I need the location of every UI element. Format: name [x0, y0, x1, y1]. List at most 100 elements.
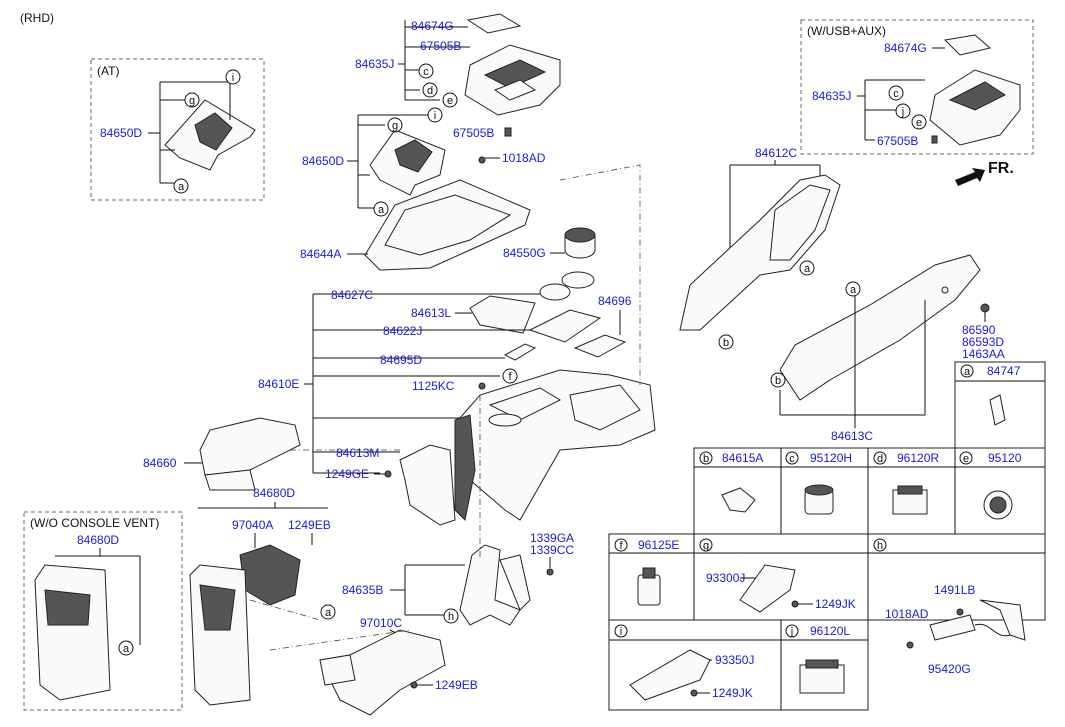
- label-84680D[interactable]: 84680D: [253, 486, 295, 500]
- svg-text:i: i: [620, 626, 622, 638]
- cup-holder-84550G: [564, 227, 596, 259]
- side-panel-84613M: [399, 444, 456, 526]
- ref-e-usb: [911, 114, 927, 130]
- label-67505B-top[interactable]: 67505B: [420, 39, 461, 53]
- label-1249EB-lower[interactable]: 1249EB: [435, 678, 478, 692]
- label-84635B[interactable]: 84635B: [342, 583, 383, 597]
- label-1249GE[interactable]: 1249GE: [325, 467, 369, 481]
- label-97040A[interactable]: 97040A: [232, 518, 273, 532]
- svg-text:a: a: [964, 366, 971, 378]
- at-box: [90, 58, 265, 201]
- at-shift-bezel: [164, 99, 256, 171]
- label-84610E[interactable]: 84610E: [258, 377, 299, 391]
- svg-text:a: a: [178, 181, 185, 193]
- label-84674G-usb[interactable]: 84674G: [884, 41, 927, 55]
- label-84650D[interactable]: 84650D: [302, 154, 344, 168]
- table-g-part1[interactable]: 93300J: [706, 571, 745, 585]
- ref-a-rear: [320, 604, 336, 620]
- label-67505B-clip[interactable]: 67505B: [453, 126, 494, 140]
- socket-95120H: [804, 484, 834, 515]
- svg-text:a: a: [804, 263, 811, 275]
- ref-b-right: [718, 334, 734, 350]
- label-1018AD-screw[interactable]: 1018AD: [502, 151, 546, 165]
- table-i-part2[interactable]: 1249JK: [712, 686, 753, 700]
- svg-text:c: c: [893, 88, 899, 100]
- svg-text:a: a: [850, 284, 857, 296]
- at-box-title: (AT): [97, 64, 119, 78]
- table-h-part3[interactable]: 95420G: [928, 662, 971, 676]
- label-86590[interactable]: 86590: [962, 323, 996, 337]
- label-84695D[interactable]: 84695D: [380, 353, 422, 367]
- bracket-84635B: [459, 544, 531, 626]
- usb-clip: [931, 135, 938, 144]
- ref-g-mid: [387, 117, 403, 133]
- ref-a-wo: [118, 640, 134, 656]
- label-1339CC[interactable]: 1339CC: [530, 543, 574, 557]
- svg-text:g: g: [703, 540, 709, 552]
- armrest-84660: [199, 417, 301, 491]
- duct-97010C: [319, 629, 446, 716]
- label-84622J[interactable]: 84622J: [383, 324, 422, 338]
- label-84627C[interactable]: 84627C: [331, 288, 373, 302]
- bolt-1125KC: [478, 382, 486, 390]
- table-d-part[interactable]: 96120R: [897, 451, 939, 465]
- bolt-1249JK-g: [791, 600, 799, 608]
- table-b-part[interactable]: 84615A: [722, 451, 763, 465]
- label-84550G[interactable]: 84550G: [503, 246, 546, 260]
- svg-text:f: f: [619, 540, 623, 552]
- table-a-part[interactable]: 84747: [987, 364, 1021, 378]
- label-84696[interactable]: 84696: [598, 294, 632, 308]
- label-84660[interactable]: 84660: [143, 456, 177, 470]
- bolt-1249JK-i: [690, 689, 698, 697]
- label-1339GA[interactable]: 1339GA: [530, 531, 574, 545]
- ref-a-at: [173, 178, 189, 194]
- label-84613L[interactable]: 84613L: [411, 306, 451, 320]
- label-84635J-usb[interactable]: 84635J: [812, 89, 851, 103]
- label-84680D-wo[interactable]: 84680D: [77, 533, 119, 547]
- storage-tray-84635J: [464, 44, 561, 116]
- svg-text:a: a: [123, 643, 130, 655]
- svg-text:b: b: [775, 375, 781, 387]
- label-67505B-usb[interactable]: 67505B: [877, 134, 918, 148]
- label-84650D-at[interactable]: 84650D: [100, 126, 142, 140]
- tray-mat: [528, 309, 602, 343]
- ref-j-usb: [895, 103, 911, 119]
- table-f-part[interactable]: 96125E: [638, 538, 679, 552]
- side-panel-84613C: [779, 254, 981, 401]
- label-84613M[interactable]: 84613M: [336, 446, 379, 460]
- top-cover-84674G: [466, 13, 522, 34]
- label-1249EB-upper[interactable]: 1249EB: [288, 518, 331, 532]
- table-i-part1[interactable]: 93350J: [715, 653, 754, 667]
- svg-text:e: e: [963, 453, 969, 465]
- table-h-part2[interactable]: 1018AD: [885, 607, 929, 621]
- table-g-part2[interactable]: 1249JK: [815, 597, 856, 611]
- label-84674G-top[interactable]: 84674G: [411, 19, 454, 33]
- svg-text:c: c: [423, 66, 429, 78]
- label-84612C[interactable]: 84612C: [755, 146, 797, 160]
- table-e-part[interactable]: 95120: [988, 451, 1022, 465]
- label-97010C[interactable]: 97010C: [360, 616, 402, 630]
- ref-d-top: [422, 82, 438, 98]
- label-84635J-top[interactable]: 84635J: [355, 57, 394, 71]
- label-86593D[interactable]: 86593D: [962, 335, 1004, 349]
- rear-panel-84680D: [189, 564, 251, 706]
- ref-g-at: [184, 92, 200, 108]
- label-84613C[interactable]: 84613C: [831, 429, 873, 443]
- side-panel-84612C: [679, 174, 841, 331]
- svg-text:i: i: [434, 110, 436, 122]
- svg-text:d: d: [877, 453, 883, 465]
- usb-jack-96125E: [637, 567, 661, 606]
- table-j-part[interactable]: 96120L: [810, 624, 850, 638]
- label-1125KC[interactable]: 1125KC: [412, 379, 455, 393]
- svg-text:h: h: [448, 611, 454, 623]
- label-84644A[interactable]: 84644A: [300, 247, 341, 261]
- svg-text:j: j: [901, 106, 904, 118]
- label-1463AA[interactable]: 1463AA: [962, 347, 1005, 361]
- table-c-part[interactable]: 95120H: [810, 451, 852, 465]
- svg-text:c: c: [789, 453, 795, 465]
- usb-cover: [943, 34, 992, 56]
- table-h-part1[interactable]: 1491LB: [934, 583, 975, 597]
- ref-h-main: [443, 608, 459, 624]
